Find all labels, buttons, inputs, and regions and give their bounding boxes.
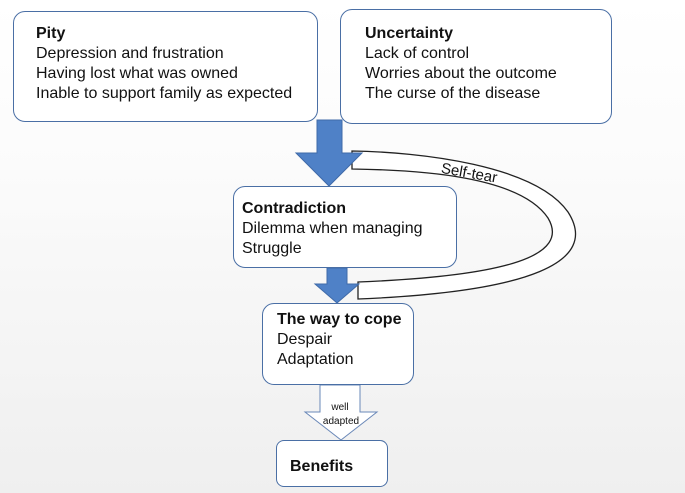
contradiction-line: Struggle (242, 240, 302, 257)
uncertainty-line: Worries about the outcome (365, 65, 557, 82)
coping-line: Despair (277, 331, 333, 348)
coping-box: The way to cope Despair Adaptation (262, 303, 414, 385)
well-adapted-label-line2: adapted (323, 416, 359, 427)
contradiction-box: Contradiction Dilemma when managing Stru… (233, 186, 457, 268)
coping-title: The way to cope (277, 311, 402, 328)
contradiction-title: Contradiction (242, 200, 346, 217)
uncertainty-box: Uncertainty Lack of control Worries abou… (340, 9, 612, 124)
coping-line: Adaptation (277, 351, 354, 368)
self-tear-label: Self-tear (440, 160, 499, 187)
well-adapted-label-line1: well (330, 402, 348, 413)
pity-box: Pity Depression and frustration Having l… (13, 11, 318, 122)
pity-line: Inable to support family as expected (36, 85, 293, 102)
pity-line: Depression and frustration (36, 45, 224, 62)
pity-title: Pity (36, 25, 66, 42)
uncertainty-line: The curse of the disease (365, 85, 541, 102)
benefits-title: Benefits (290, 458, 354, 475)
benefits-box: Benefits (276, 440, 388, 487)
down-arrow-middle (313, 267, 361, 304)
contradiction-line: Dilemma when managing (242, 220, 423, 237)
down-arrow-top (294, 119, 364, 187)
pity-line: Having lost what was owned (36, 65, 238, 82)
uncertainty-title: Uncertainty (365, 25, 454, 42)
self-tear-loop (351, 150, 577, 300)
uncertainty-line: Lack of control (365, 45, 470, 62)
well-adapted-arrow (303, 384, 379, 441)
